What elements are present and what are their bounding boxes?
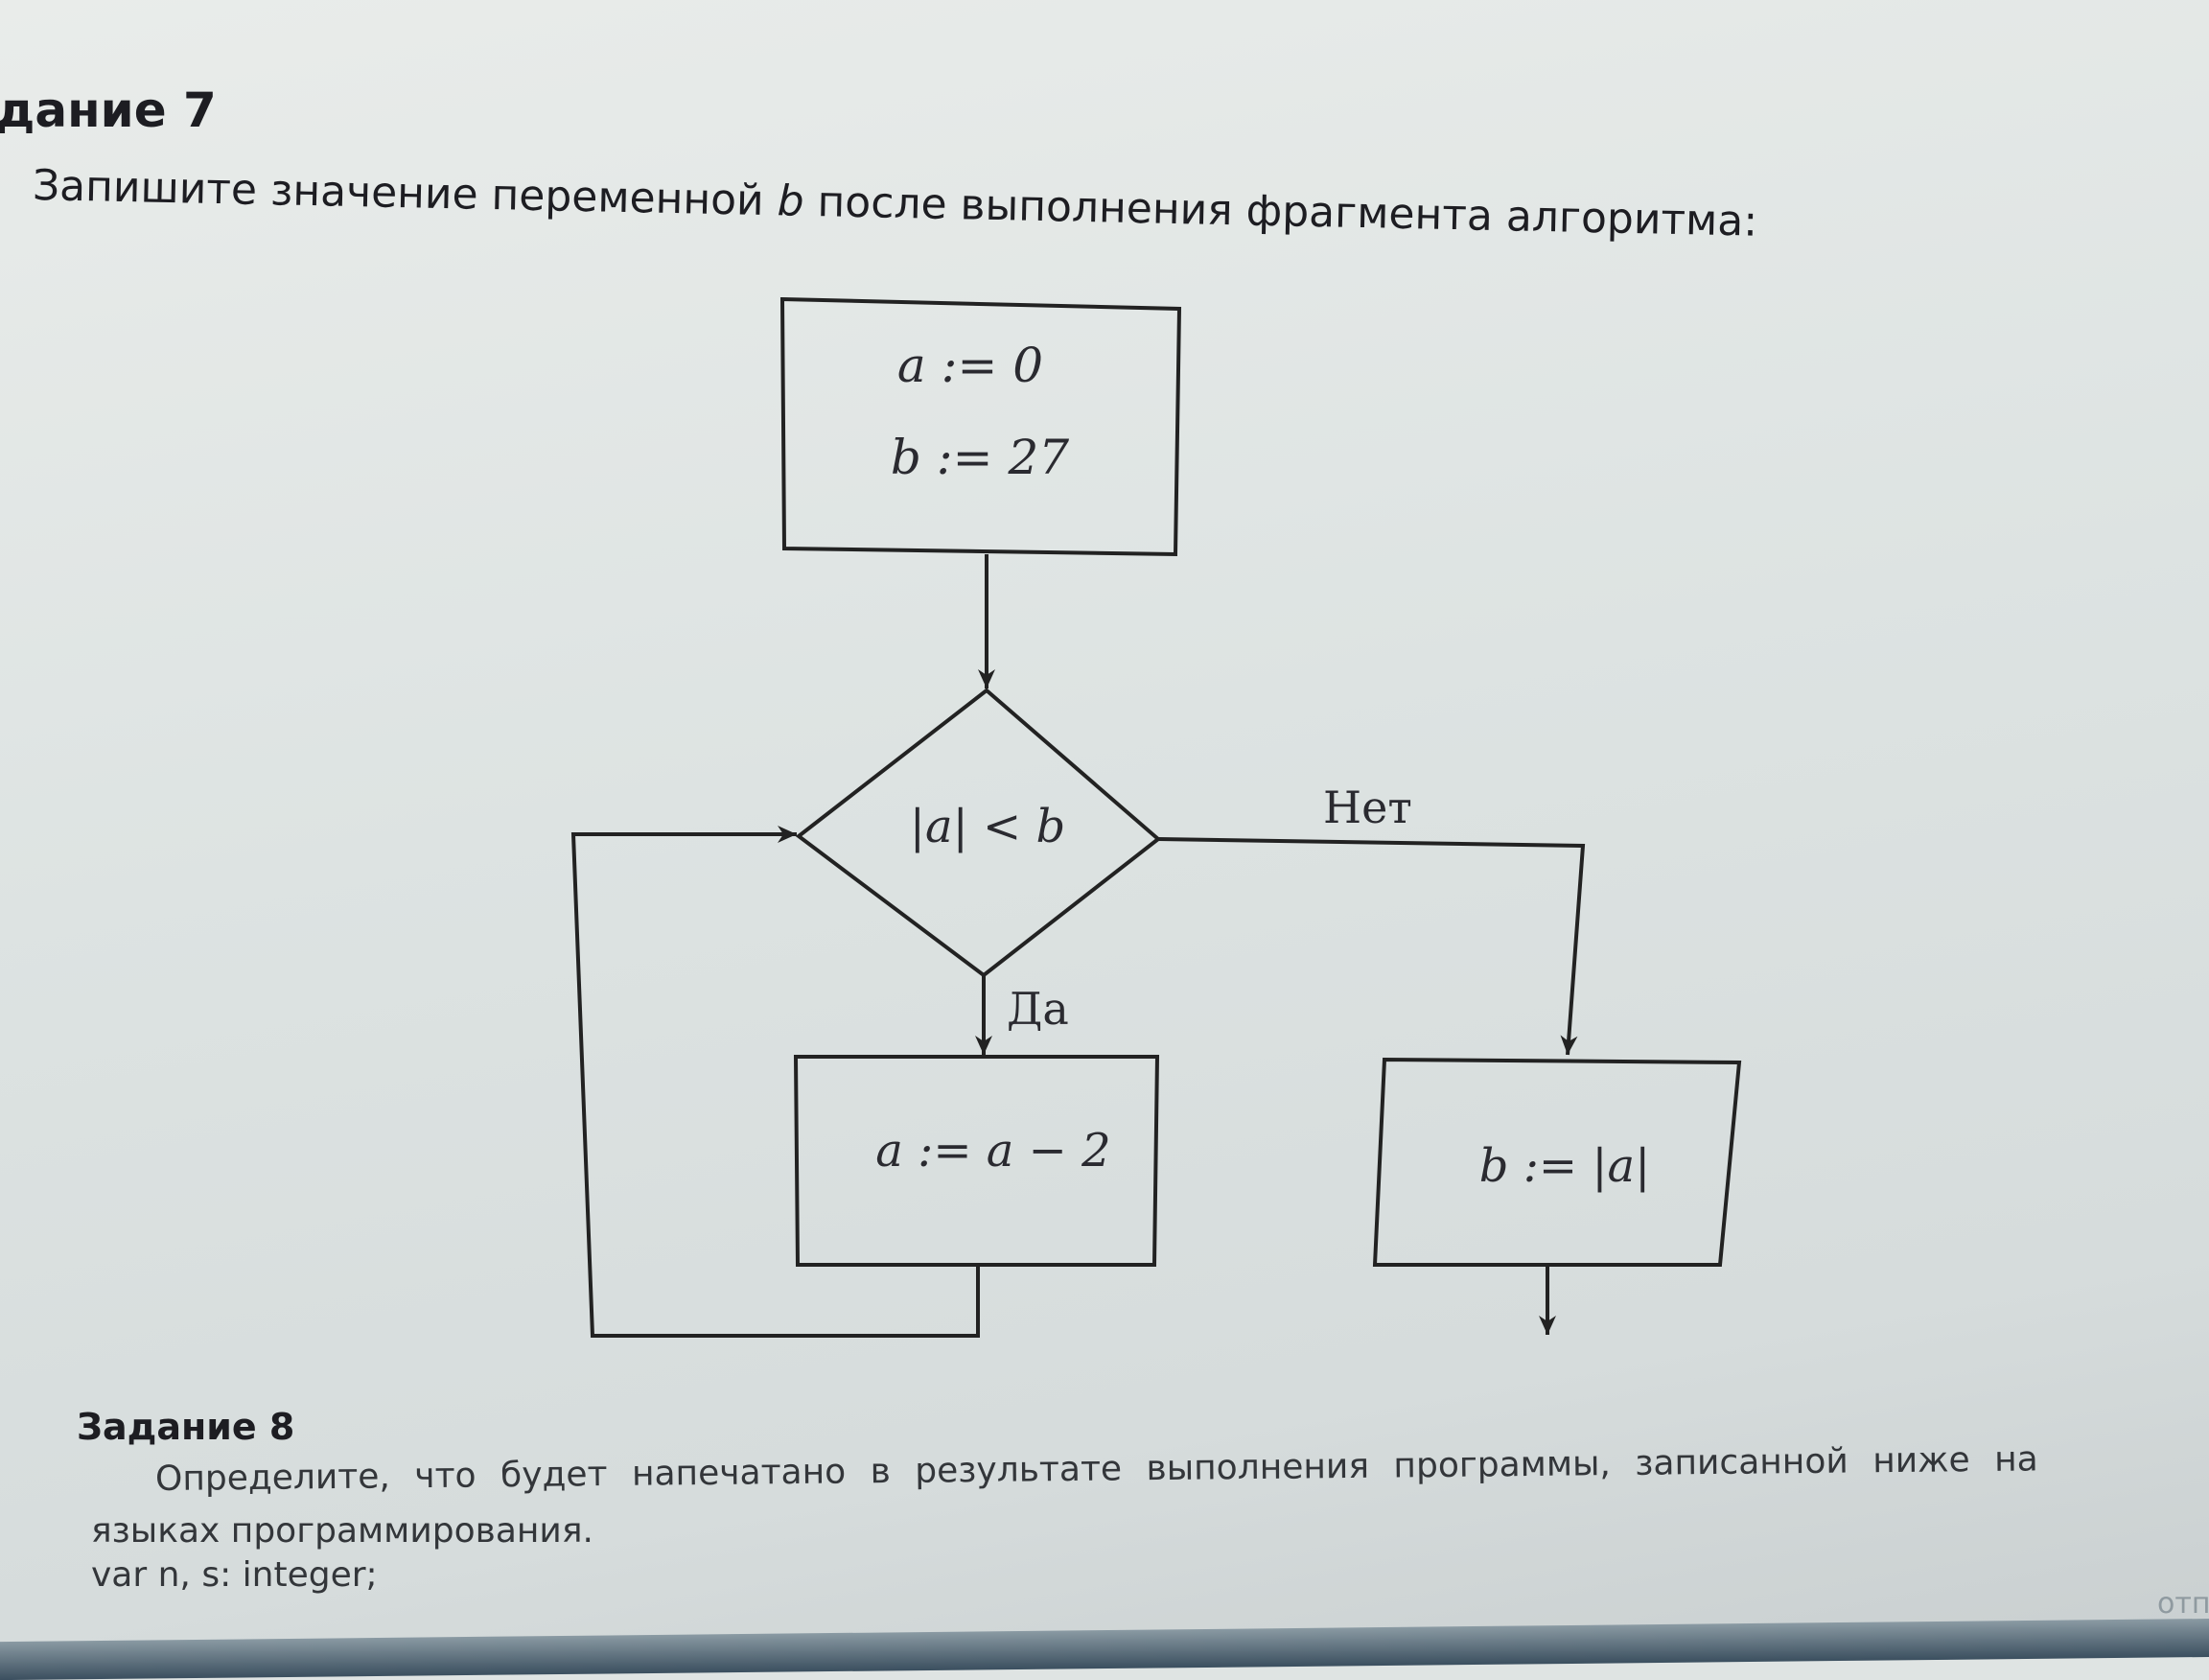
task8-text-line2: языках программирования. [91, 1511, 593, 1551]
init-a-text: a := 0 [897, 338, 1043, 393]
arrow-no [1157, 837, 1586, 1056]
result-text: b := |a| [1479, 1139, 1651, 1193]
init-b-text: b := 27 [891, 430, 1069, 485]
no-label: Нет [1323, 782, 1412, 833]
task8-code-line: var n, s: integer; [91, 1555, 378, 1595]
condition-text: |a| < b [910, 800, 1065, 853]
task8-heading: Задание 8 [77, 1406, 295, 1448]
result-box [1372, 1057, 1742, 1267]
corner-text: отп [2157, 1587, 2209, 1621]
yes-label: Да [1007, 983, 1069, 1035]
init-box [779, 296, 1182, 557]
loop-back-line [570, 826, 980, 1338]
task7-heading: дание 7 [0, 82, 217, 138]
loop-body-box [793, 1055, 1160, 1267]
loop-body-text: a := a − 2 [875, 1124, 1110, 1178]
